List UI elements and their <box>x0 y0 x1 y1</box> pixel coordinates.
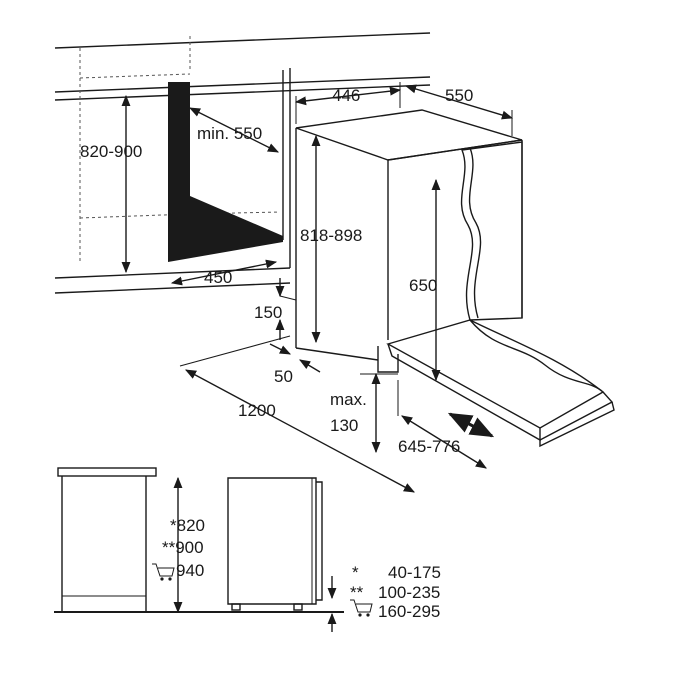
dishwasher-appliance <box>295 109 615 448</box>
legend-marker-1: * <box>352 563 359 582</box>
label-appliance-height: 818-898 <box>300 226 362 245</box>
label-height-line-1: *820 <box>170 516 205 535</box>
label-height-line-3: 940 <box>176 561 204 580</box>
label-door-height: 650 <box>409 276 437 295</box>
dim-door-height: 650 <box>409 178 441 382</box>
cart-icon <box>152 563 175 581</box>
label-plinth-max-value: 130 <box>330 416 358 435</box>
label-appliance-depth: 550 <box>445 86 473 105</box>
dim-plinth-height: 150 <box>254 278 297 340</box>
legend-value-3: 160-295 <box>378 602 440 621</box>
label-height-line-2: **900 <box>162 538 204 557</box>
dim-appliance-width: 446 <box>294 82 402 124</box>
side-view <box>54 467 344 613</box>
label-appliance-width: 446 <box>332 86 360 105</box>
cart-icon <box>350 599 373 617</box>
label-plinth-height: 150 <box>254 303 282 322</box>
label-niche-height: 820-900 <box>80 142 142 161</box>
label-plinth-depth: 50 <box>274 367 293 386</box>
dim-side-height: *820 **900 940 <box>152 476 205 614</box>
label-plinth-max: max. <box>330 390 367 409</box>
dim-niche-width: 450 <box>170 259 278 287</box>
legend-value-1: 40-175 <box>388 563 441 582</box>
legend-marker-2: ** <box>350 583 364 602</box>
dim-niche-height: 820-900 <box>80 94 142 274</box>
label-door-open-depth: 645-776 <box>398 437 460 456</box>
kitchen-niche <box>54 32 431 294</box>
label-niche-width: 450 <box>204 268 232 287</box>
legend: * 40-175 ** 100-235 160-295 <box>350 563 441 621</box>
dim-appliance-height: 818-898 <box>300 134 362 344</box>
dim-appliance-depth: 550 <box>404 84 514 136</box>
dim-niche-depth: min. 550 <box>188 107 280 153</box>
dim-door-open-depth: 645-776 <box>397 380 495 469</box>
label-total-depth: 1200 <box>238 401 276 420</box>
dim-plinth-max: max. 130 <box>330 372 398 454</box>
label-niche-depth: min. 550 <box>197 124 262 143</box>
dim-total-depth: 1200 <box>179 335 415 493</box>
legend-value-2: 100-235 <box>378 583 440 602</box>
